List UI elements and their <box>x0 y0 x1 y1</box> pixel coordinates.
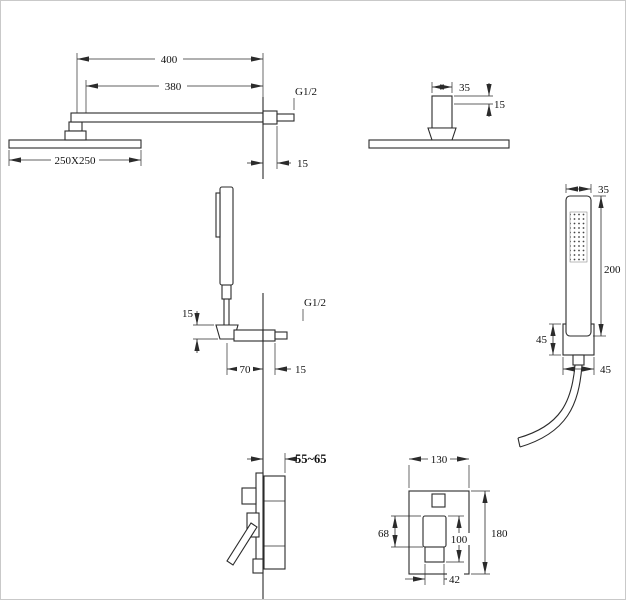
hand-wand-sprayface <box>569 211 588 263</box>
thread-label-hand: G1/2 <box>304 297 326 309</box>
rain-front-stem <box>431 95 453 129</box>
wall-flange <box>262 110 278 125</box>
dim-label-380: 380 <box>165 81 182 93</box>
rain-head-swivel-lower <box>64 130 87 141</box>
mixer-handle-grip <box>424 546 445 563</box>
view-rain-shower-front: 35 15 <box>368 82 510 149</box>
dimension-lines-hand-front <box>549 184 606 375</box>
mixer-embedded-body <box>263 475 286 570</box>
dimension-lines-mixer-front <box>391 453 490 585</box>
bracket-threaded-end <box>274 331 288 340</box>
view-rain-shower-side: 400 380 250X250 15 G1/2 <box>8 53 317 179</box>
bracket-wall-flange <box>262 329 276 342</box>
dimension-lines-mixer-side <box>247 453 297 473</box>
view-hand-shower-side: 15 G1/2 70 15 <box>182 186 326 376</box>
rain-head-swivel-upper <box>68 121 83 132</box>
hand-wand-connector <box>221 284 232 300</box>
view-mixer-side: 55~65 <box>226 452 327 574</box>
dim-label-100: 100 <box>451 534 468 546</box>
dim-label-42: 42 <box>449 574 460 586</box>
dim-label-15-hand-side: 15 <box>295 364 307 376</box>
dim-label-180: 180 <box>491 528 508 540</box>
dim-label-15-rain-side: 15 <box>297 158 309 170</box>
dim-label-35-hand: 35 <box>598 184 610 196</box>
dim-label-embed-depth: 55~65 <box>295 452 327 466</box>
dim-label-68: 68 <box>378 528 390 540</box>
rain-shower-arm <box>70 112 264 123</box>
dim-label-45-bottom: 45 <box>600 364 612 376</box>
mixer-lower-spout-stub <box>252 558 264 574</box>
rain-front-connector <box>427 127 457 141</box>
rain-head-plate <box>8 139 142 149</box>
hose-end <box>517 437 521 448</box>
dim-label-45-left: 45 <box>536 334 548 346</box>
mixer-handle-base <box>422 515 447 548</box>
dim-label-400: 400 <box>161 54 178 66</box>
mixer-diverter-button <box>431 493 446 508</box>
dimension-lines-rain-side <box>8 53 295 169</box>
dim-label-15-rain-front: 15 <box>494 99 506 111</box>
hose-inner-edge <box>519 364 583 448</box>
mixer-handle-lever <box>226 522 258 566</box>
dim-label-35-rain-front: 35 <box>459 82 471 94</box>
dimension-lines-hand-side <box>193 309 304 375</box>
dim-label-130: 130 <box>431 454 448 466</box>
hose-outer-edge <box>517 364 576 439</box>
hand-wand-sprayface-edge <box>215 192 221 238</box>
dim-label-70: 70 <box>240 364 252 376</box>
view-hand-shower-front: 35 200 45 45 <box>517 184 621 448</box>
hand-wand-side <box>219 186 234 286</box>
dimension-lines-rain-front <box>431 82 493 117</box>
dim-label-15-bracket: 15 <box>182 308 194 320</box>
thread-label-rain: G1/2 <box>295 86 317 98</box>
dim-label-200: 200 <box>604 264 621 276</box>
threaded-pipe-end <box>276 113 295 122</box>
dim-label-250x250: 250X250 <box>55 155 96 167</box>
mixer-diverter-knob <box>241 487 257 505</box>
rain-front-plate <box>368 139 510 149</box>
bracket-arm <box>233 329 264 342</box>
hose-nut <box>572 354 585 366</box>
view-mixer-front: 130 180 68 100 42 <box>378 453 508 586</box>
